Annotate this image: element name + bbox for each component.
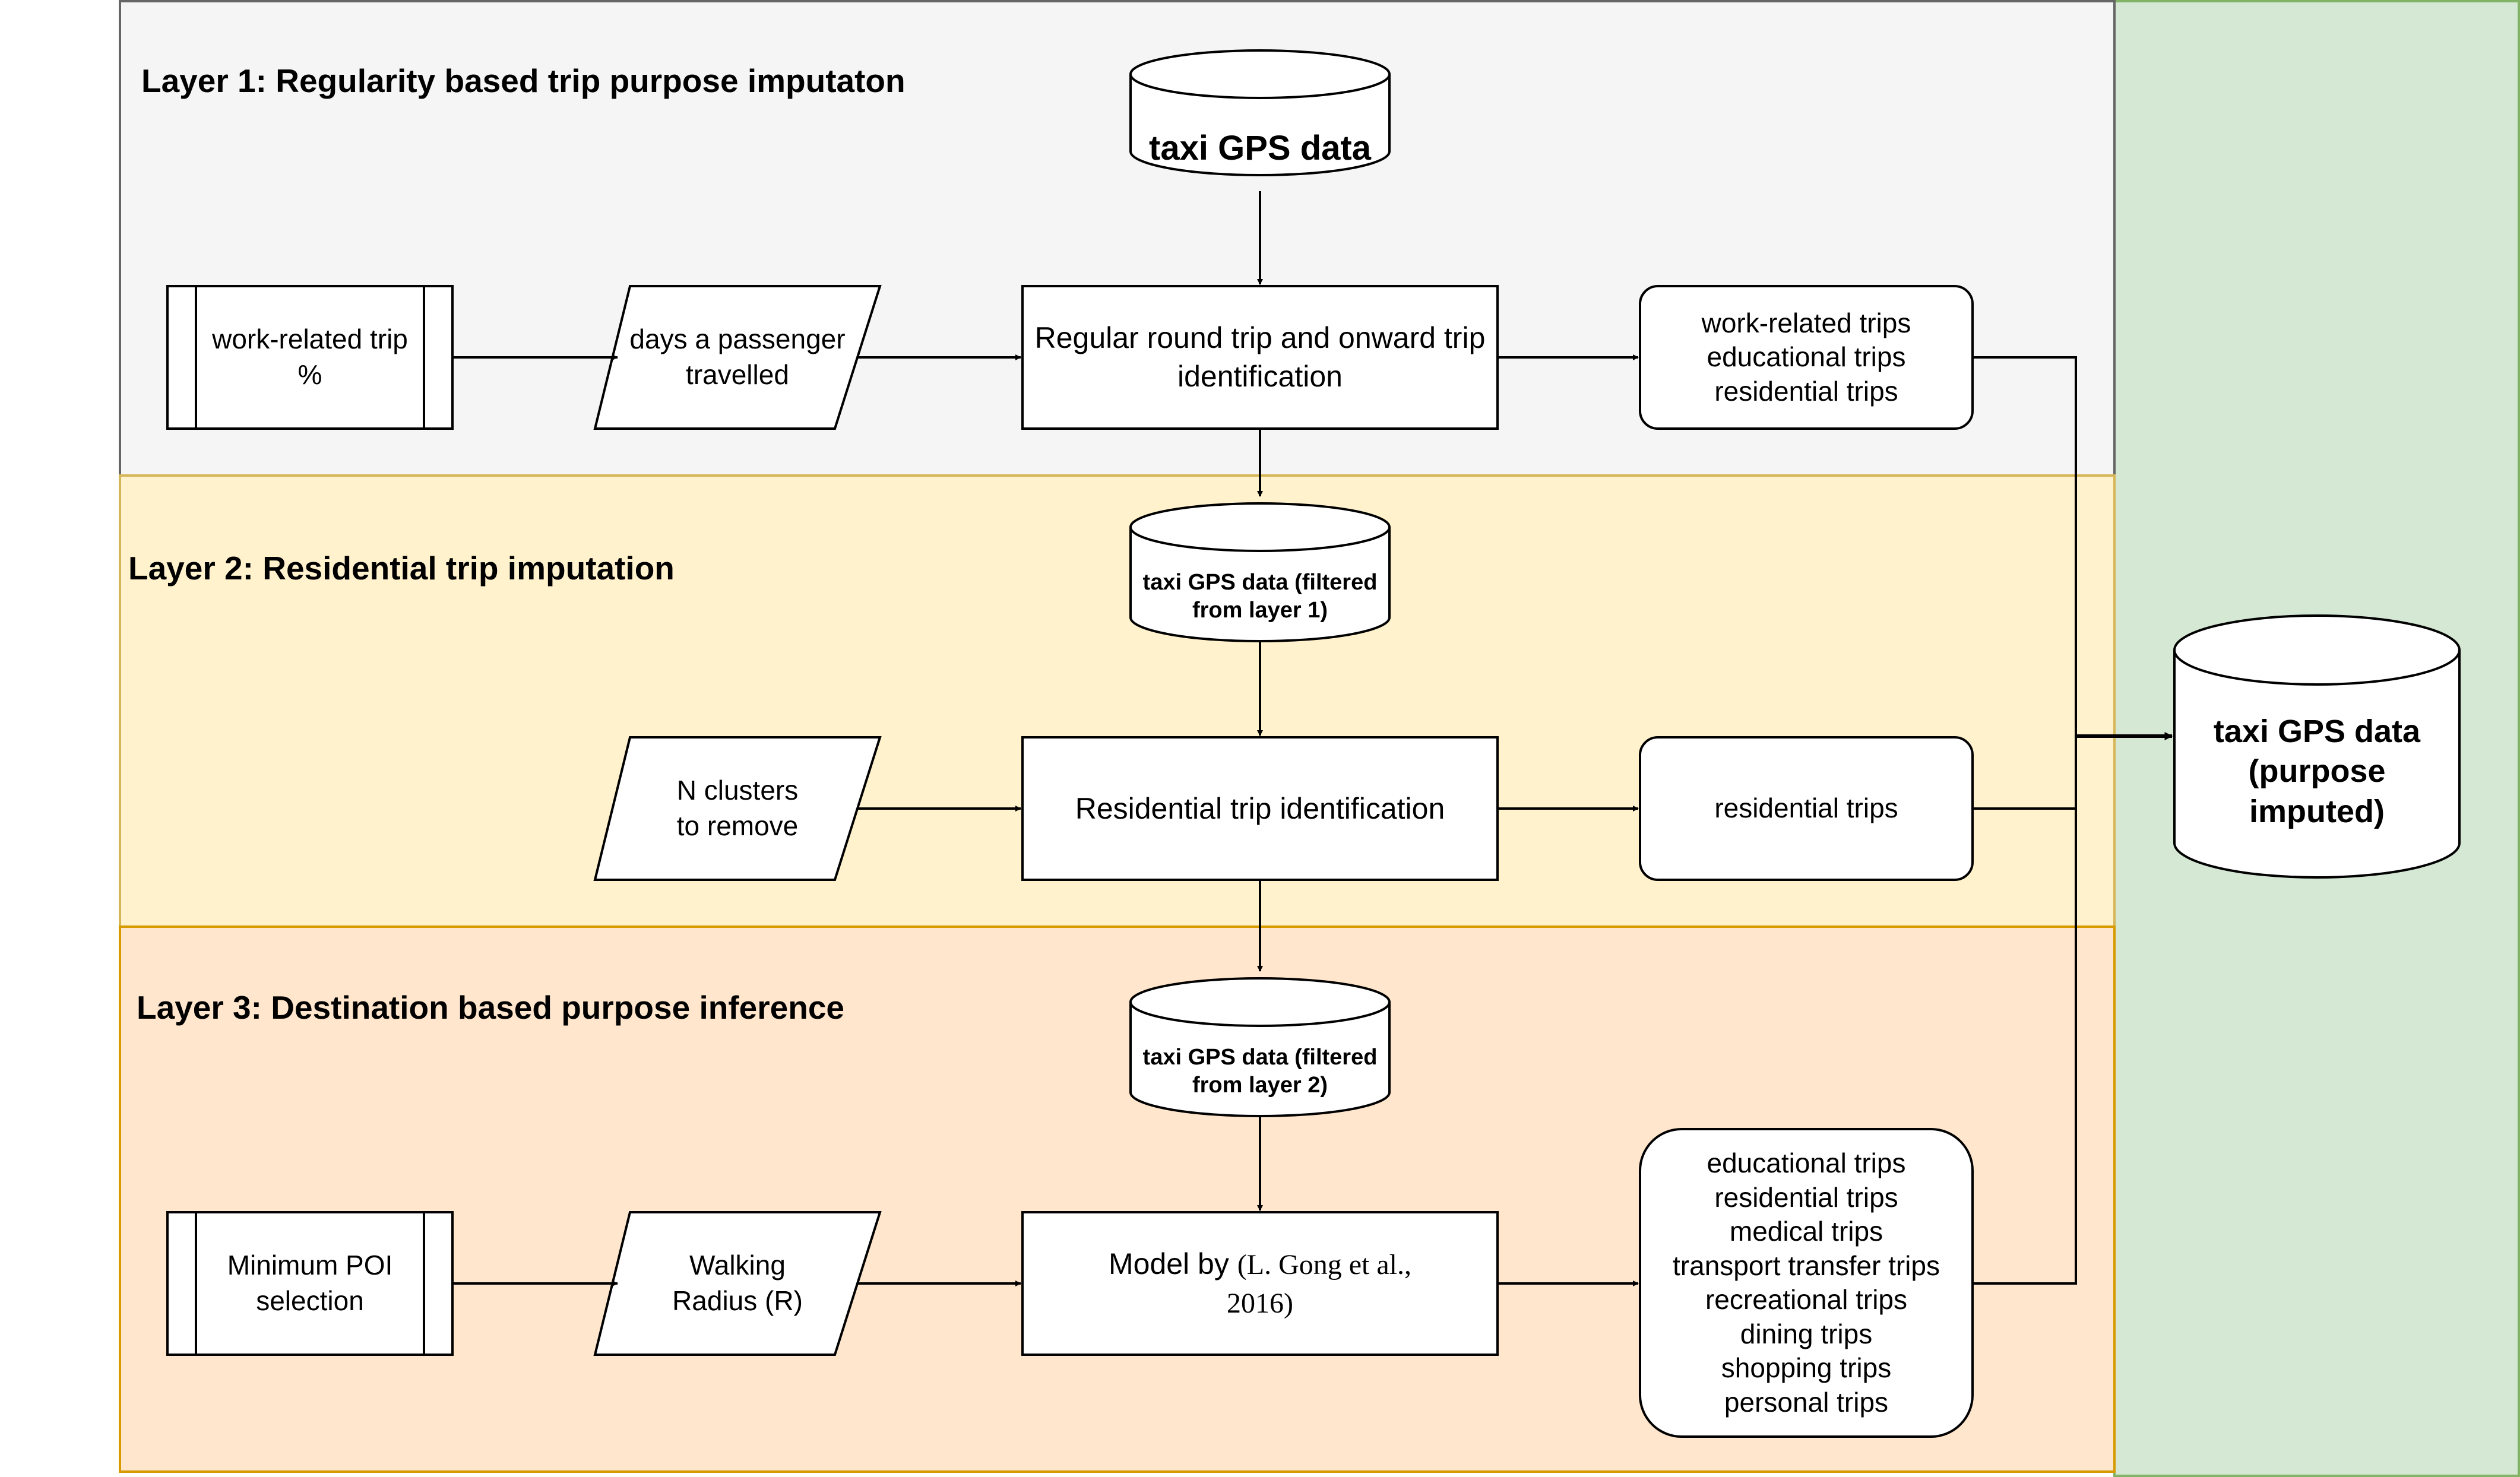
db-output-shape — [2173, 614, 2461, 879]
input-walking-radius-shape — [593, 1211, 882, 1356]
db-filtered-layer2-label: taxi GPS data (filtered from layer 2) — [1142, 1044, 1378, 1098]
layer-3-title: Layer 3: Destination based purpose infer… — [137, 989, 845, 1026]
process-residential-label: Residential trip identification — [1075, 791, 1445, 825]
layer-1-title: Layer 1: Regularity based trip purpose i… — [141, 62, 906, 99]
db-filtered-layer1-shape — [1129, 502, 1391, 642]
connectors — [452, 191, 2173, 1286]
input-days-label: days a passenger travelled — [629, 324, 846, 390]
db-taxi-gps-label: taxi GPS data — [1149, 129, 1371, 168]
process-model-shape — [1021, 1211, 1499, 1356]
layer-2-title: Layer 2: Residential trip imputation — [128, 550, 675, 587]
db-filtered-layer2-shape — [1129, 977, 1391, 1117]
edge-result1-to-bus — [1973, 356, 2077, 1285]
db-filtered-layer1-label: taxi GPS data (filtered from layer 1) — [1142, 569, 1378, 623]
result-layer3-label: educational trips residential trips medi… — [1673, 1148, 1940, 1418]
param-work-related-label: work-related trip % — [212, 324, 408, 390]
db-taxi-gps-shape — [1129, 49, 1391, 176]
process-model-prefix: Model by — [1108, 1247, 1237, 1281]
input-days-shape — [593, 285, 882, 430]
param-work-related-shape — [166, 285, 454, 430]
process-regular-trip-shape — [1021, 285, 1499, 430]
result-layer1-label: work-related trips educational trips res… — [1701, 307, 1911, 407]
process-model-label: Model by (L. Gong et al., 2016) — [1022, 1212, 1498, 1355]
result-layer2-label: residential trips — [1714, 793, 1898, 824]
param-min-poi-label: Minimum POI selection — [227, 1250, 393, 1316]
db-output-label: taxi GPS data (purpose imputed) — [2213, 713, 2421, 829]
process-model-citation: (L. Gong et al., 2016) — [1227, 1248, 1412, 1319]
process-regular-trip-label: Regular round trip and onward trip ident… — [1034, 321, 1486, 393]
input-walking-radius-label: Walking Radius (R) — [672, 1250, 803, 1316]
process-residential-shape — [1021, 736, 1499, 881]
input-n-clusters-shape — [593, 736, 882, 881]
input-n-clusters-label: N clusters to remove — [676, 775, 799, 841]
